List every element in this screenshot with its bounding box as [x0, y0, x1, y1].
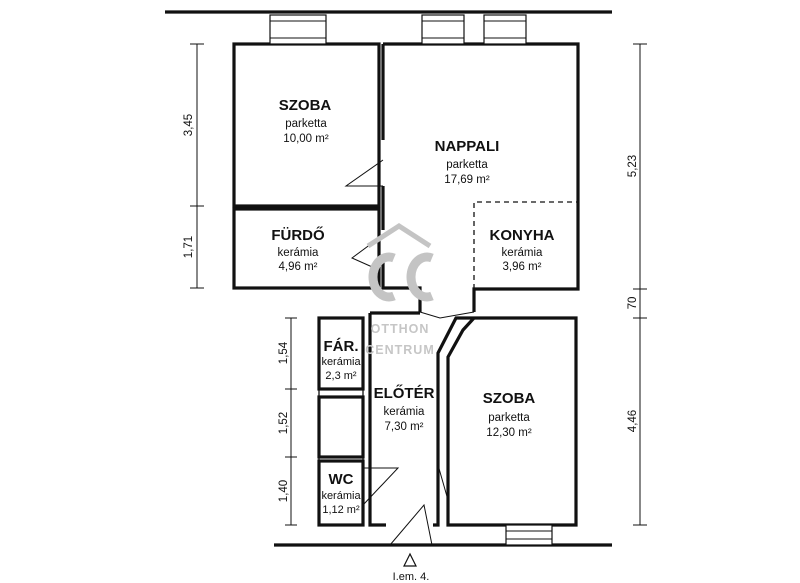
room-konyha: KONYHA kerámia 3,96 m²	[489, 227, 554, 273]
room-name: SZOBA	[483, 390, 536, 407]
dim-left-bottom-3: 1,40	[278, 480, 290, 502]
room-nappali: NAPPALI parketta 17,69 m²	[435, 138, 500, 186]
dim-right-1: 5,23	[627, 155, 639, 177]
room-area: 17,69 m²	[444, 174, 490, 186]
watermark-line1: OTTHON	[371, 322, 430, 336]
room-name: KONYHA	[489, 227, 554, 244]
room-name: FÜRDŐ	[271, 226, 325, 244]
facade-lines	[165, 10, 612, 547]
watermark-line2: CENTRUM	[365, 343, 435, 357]
room-floor: kerámia	[321, 490, 361, 502]
watermark-roof-icon	[366, 223, 432, 249]
room-szoba-bottom: SZOBA parketta 12,30 m²	[483, 390, 536, 439]
room-name: WC	[329, 471, 354, 488]
entrance-triangle-icon	[403, 552, 417, 567]
dim-right-3: 4,46	[627, 410, 639, 432]
dim-right-2: 70	[627, 297, 639, 310]
room-area: 3,96 m²	[503, 261, 542, 273]
walls	[232, 42, 580, 527]
room-far: FÁR. kerámia 2,3 m²	[321, 338, 361, 382]
room-eloter: ELŐTÉR kerámia 7,30 m²	[374, 384, 435, 433]
dim-left-top-1: 3,45	[183, 114, 195, 136]
dim-left-bottom-2: 1,52	[278, 412, 290, 434]
room-name: FÁR.	[324, 338, 359, 355]
dimension-labels: 3,45 1,71 1,54 1,52 1,40 5,23 70 4,46	[183, 114, 639, 502]
watermark-logo-icon	[368, 252, 434, 302]
room-area: 4,96 m²	[279, 261, 318, 273]
dimension-lines	[190, 43, 647, 526]
room-area: 12,30 m²	[486, 427, 532, 439]
room-wc: WC kerámia 1,12 m²	[321, 471, 361, 516]
room-szoba-top: SZOBA parketta 10,00 m²	[279, 97, 332, 145]
kitchen-boundary	[473, 201, 578, 289]
room-name: SZOBA	[279, 97, 332, 114]
room-floor: parketta	[285, 118, 327, 130]
windows	[269, 14, 553, 546]
room-area: 7,30 m²	[385, 421, 424, 433]
room-floor: kerámia	[278, 247, 320, 259]
entrance-label: I.em. 4.	[393, 571, 430, 583]
room-floor: parketta	[488, 412, 530, 424]
room-area: 1,12 m²	[322, 504, 360, 516]
room-floor: kerámia	[384, 406, 426, 418]
watermark: OTTHON CENTRUM	[365, 223, 435, 357]
room-floor: kerámia	[502, 247, 544, 259]
room-floor: kerámia	[321, 356, 361, 368]
entrance-marker: I.em. 4.	[393, 552, 430, 583]
dim-left-bottom-1: 1,54	[278, 341, 290, 364]
room-area: 10,00 m²	[283, 133, 329, 145]
dim-left-top-2: 1,71	[183, 236, 195, 258]
room-name: NAPPALI	[435, 138, 500, 155]
room-area: 2,3 m²	[325, 370, 357, 382]
room-furdo: FÜRDŐ kerámia 4,96 m²	[271, 226, 325, 273]
room-name: ELŐTÉR	[374, 384, 435, 402]
room-floor: parketta	[446, 159, 488, 171]
